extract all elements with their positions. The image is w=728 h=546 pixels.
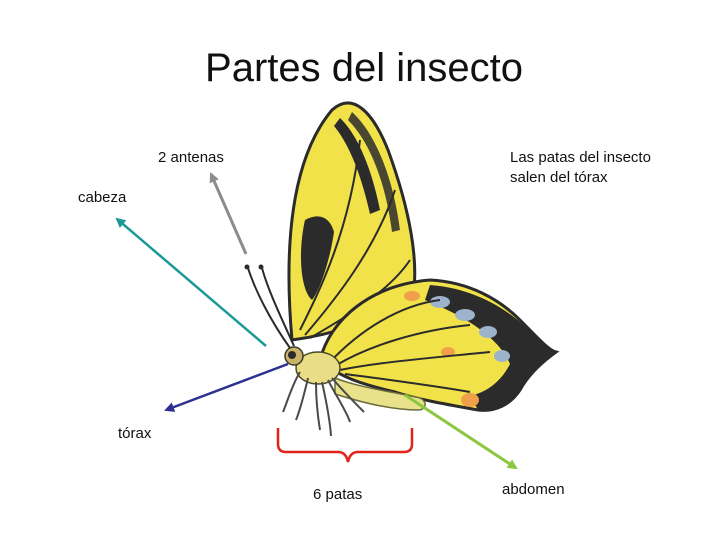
legs-brace: [276, 428, 414, 463]
cabeza-label: cabeza: [78, 189, 127, 206]
antenas-label: 2 antenas: [158, 149, 224, 166]
thorax-body: [295, 351, 341, 385]
cabeza-arrow: [115, 217, 267, 347]
note-line-2: salen del tórax: [510, 169, 608, 186]
abdomen-label: abdomen: [502, 481, 565, 498]
patas-label: 6 patas: [313, 486, 363, 503]
torax-label: tórax: [118, 425, 152, 442]
antenas-arrow: [209, 172, 248, 255]
page-title: Partes del insecto: [205, 46, 523, 90]
abdomen-arrow: [404, 393, 518, 470]
note-line-1: Las patas del insecto: [510, 149, 651, 166]
butterfly-illustration: [244, 101, 560, 437]
torax-arrow: [164, 362, 289, 412]
